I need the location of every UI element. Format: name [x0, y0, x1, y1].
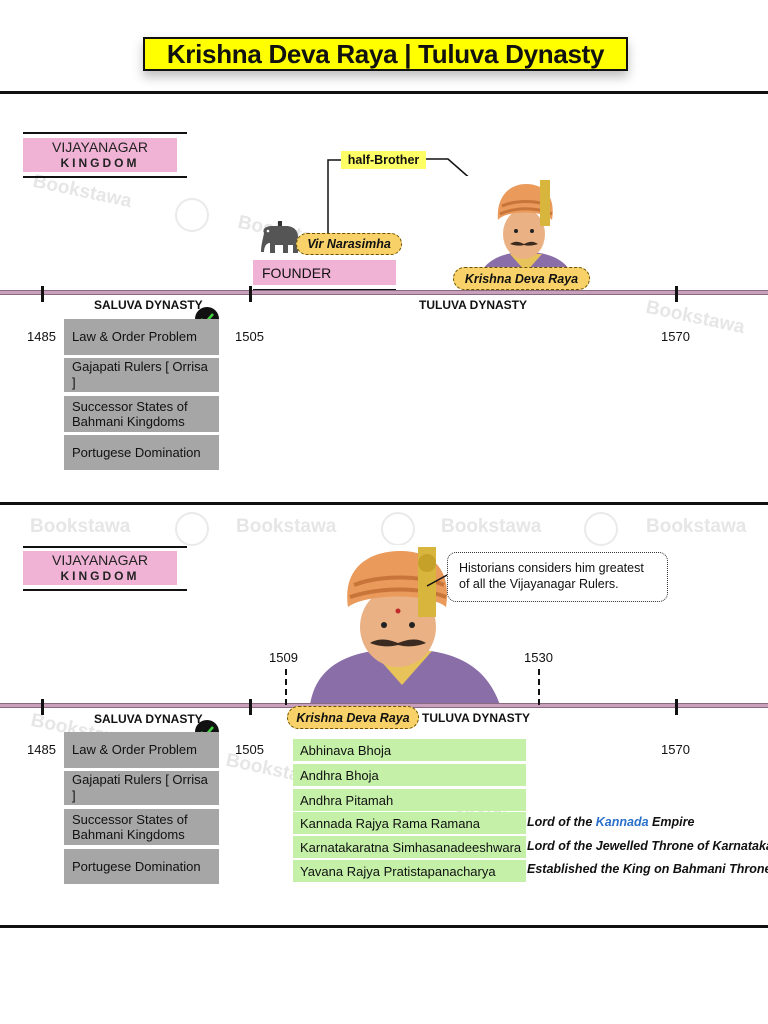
krishna-deva-raya-label: Krishna Deva Raya	[453, 267, 590, 290]
tick-1485	[41, 699, 44, 715]
vir-narasimha-label: Vir Narasimha	[296, 233, 402, 255]
year-1509: 1509	[269, 650, 298, 665]
kingdom-line1: VIJAYANAGAR	[52, 552, 148, 568]
title-item: Yavana Rajya Pratistapanacharya	[293, 860, 526, 882]
year-1570: 1570	[661, 742, 690, 757]
historians-note: Historians considers him greatest of all…	[447, 552, 668, 602]
problem-item: Successor States of Bahmani Kingdoms	[64, 396, 219, 432]
watermark-seal-icon	[175, 198, 209, 232]
problem-item: Gajapati Rulers [ Orrisa ]	[64, 771, 219, 805]
problem-item: Law & Order Problem	[64, 319, 219, 355]
kannada-note: Lord of the Kannada Empire	[527, 815, 694, 829]
karnataka-note: Lord of the Jewelled Throne of Karnataka	[527, 839, 768, 853]
kingdom-line2: KINGDOM	[60, 156, 140, 170]
watermark-seal-icon	[175, 512, 209, 546]
kingdom-label: VIJAYANAGAR KINGDOM	[23, 138, 177, 172]
divider-top	[0, 91, 768, 94]
tick-1505	[249, 286, 252, 302]
half-brother-label: half-Brother	[341, 151, 426, 169]
problem-item: Portugese Domination	[64, 849, 219, 884]
problem-item: Gajapati Rulers [ Orrisa ]	[64, 358, 219, 392]
year-1530: 1530	[524, 650, 553, 665]
year-1485: 1485	[27, 329, 56, 344]
elephant-icon	[261, 221, 298, 253]
timeline	[0, 290, 768, 295]
kannada-word: Kannada	[595, 815, 649, 829]
tick-1509	[285, 669, 287, 705]
title-item: Kannada Rajya Rama Ramana	[293, 812, 526, 834]
tuluva-dynasty-label: TULUVA DYNASTY	[422, 711, 530, 725]
problem-item: Successor States of Bahmani Kingdoms	[64, 809, 219, 845]
saluva-dynasty-label: SALUVA DYNASTY	[94, 712, 203, 726]
title-item: Abhinava Bhoja	[293, 739, 526, 761]
note-connector	[426, 573, 450, 587]
year-1505: 1505	[235, 329, 264, 344]
kannada-note-post: Empire	[652, 815, 695, 829]
bahmani-note: Established the King on Bahmani Throne	[527, 862, 768, 876]
krishna-deva-raya-label: Krishna Deva Raya	[287, 706, 419, 729]
saluva-dynasty-label: SALUVA DYNASTY	[94, 298, 203, 312]
year-1485: 1485	[27, 742, 56, 757]
watermark: Bookstawa	[30, 516, 131, 537]
watermark: Bookstawa	[644, 296, 747, 339]
problem-item: Portugese Domination	[64, 435, 219, 470]
tick-1530	[538, 669, 540, 705]
tick-1505	[249, 699, 252, 715]
watermark: Bookstawa	[646, 516, 747, 537]
year-1570: 1570	[661, 329, 690, 344]
page-title: Krishna Deva Raya | Tuluva Dynasty	[143, 37, 628, 71]
watermark: Bookstawa	[236, 516, 337, 537]
kingdom-rule	[23, 176, 187, 178]
problem-item: Law & Order Problem	[64, 732, 219, 768]
watermark: Bookstawa	[441, 516, 542, 537]
kingdom-line1: VIJAYANAGAR	[52, 139, 148, 155]
watermark-seal-icon	[584, 512, 618, 546]
divider-bottom	[0, 925, 768, 928]
kannada-note-pre: Lord of the	[527, 815, 593, 829]
watermark-seal-icon	[381, 512, 415, 546]
kingdom-line2: KINGDOM	[60, 569, 140, 583]
title-item: Andhra Bhoja	[293, 764, 526, 786]
tick-1570	[675, 699, 678, 715]
tick-1570	[675, 286, 678, 302]
divider-middle	[0, 502, 768, 505]
kingdom-label: VIJAYANAGAR KINGDOM	[23, 551, 177, 585]
tick-1485	[41, 286, 44, 302]
founder-label: FOUNDER	[253, 260, 396, 285]
founder-underline	[253, 289, 396, 290]
title-item: Karnatakaratna Simhasanadeeshwara	[293, 836, 526, 858]
tuluva-dynasty-label: TULUVA DYNASTY	[419, 298, 527, 312]
kingdom-rule	[23, 132, 187, 134]
kingdom-rule	[23, 589, 187, 591]
year-1505: 1505	[235, 742, 264, 757]
krishna-deva-raya-portrait-large	[290, 545, 520, 705]
kingdom-rule	[23, 546, 187, 548]
title-item: Andhra Pitamah	[293, 789, 526, 811]
